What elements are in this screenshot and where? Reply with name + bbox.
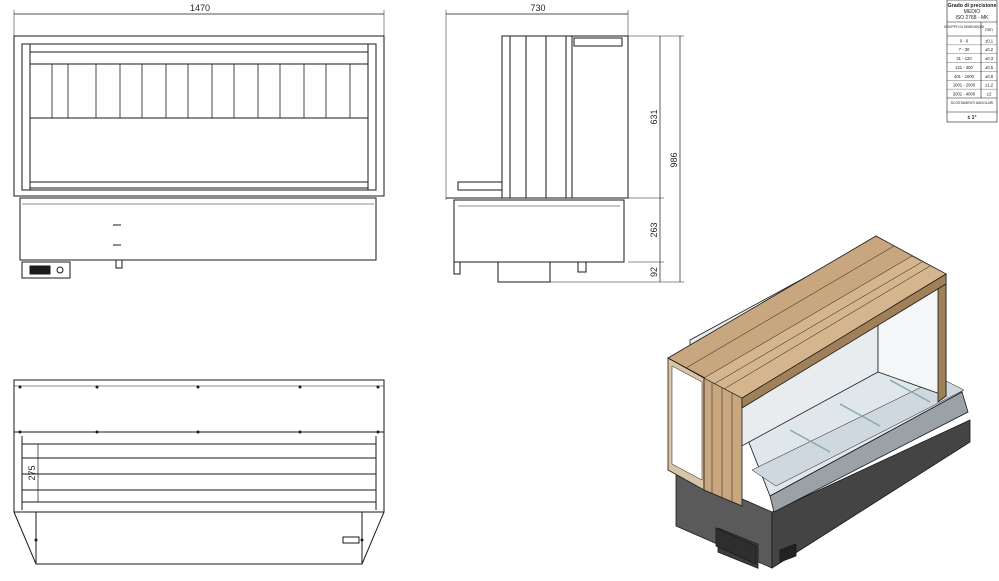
precision-grade: MEDIO bbox=[964, 9, 981, 15]
dimension-total-height: 986 bbox=[669, 152, 679, 167]
dimension-upper-height: 631 bbox=[649, 109, 659, 124]
tolerance-range: 401 - 1000 bbox=[954, 74, 975, 79]
precision-table bbox=[946, 0, 998, 123]
tolerance-value: ±0,1 bbox=[985, 38, 994, 43]
tolerance-value: ±0,3 bbox=[985, 56, 994, 61]
tolerance-range: 1001 - 2000 bbox=[953, 83, 976, 88]
dimension-front-width: 1470 bbox=[190, 3, 210, 13]
precision-col-group: GRUPPO DI DIMENSIONI bbox=[944, 25, 984, 29]
dimension-side-depth: 730 bbox=[530, 3, 545, 13]
precision-rows: 0 - 6 ±0,1 7 - 30 ±0,2 31 - 120 ±0,3 121 - 400… bbox=[947, 38, 997, 97]
tolerance-value: ±0,5 bbox=[985, 65, 994, 70]
tolerance-value: ±0,8 bbox=[985, 74, 994, 79]
top-view bbox=[13, 379, 385, 565]
front-view bbox=[13, 10, 385, 279]
tolerance-range: 2001 - 4000 bbox=[953, 92, 976, 97]
dimension-base-height: 263 bbox=[649, 222, 659, 237]
tolerance-value: ±0,2 bbox=[985, 47, 994, 52]
isometric-render bbox=[667, 235, 971, 569]
tolerance-range: 7 - 30 bbox=[959, 47, 970, 52]
tolerance-range: 31 - 120 bbox=[956, 56, 972, 61]
dimension-top-shelf-height: 275 bbox=[27, 465, 37, 480]
tolerance-value: ±1,2 bbox=[985, 83, 994, 88]
tolerance-range: 121 - 400 bbox=[955, 65, 973, 70]
precision-standard: ISO 2768 - MK bbox=[955, 15, 989, 21]
dimension-foot-height: 92 bbox=[649, 267, 659, 277]
tolerance-value: ±2 bbox=[987, 92, 992, 97]
tolerance-range: 0 - 6 bbox=[960, 38, 969, 43]
precision-angular-label: SCOSTAMENTI ANGOLARI bbox=[951, 101, 994, 105]
top-view-holes bbox=[18, 385, 380, 542]
precision-col-unit: mm bbox=[985, 27, 993, 32]
precision-title: Grado di precisione bbox=[948, 3, 997, 9]
precision-angular-value: ± 1° bbox=[968, 115, 977, 121]
side-view bbox=[445, 10, 684, 283]
precision-table-text: Grado di precisione MEDIO ISO 2768 - MK … bbox=[944, 3, 997, 121]
